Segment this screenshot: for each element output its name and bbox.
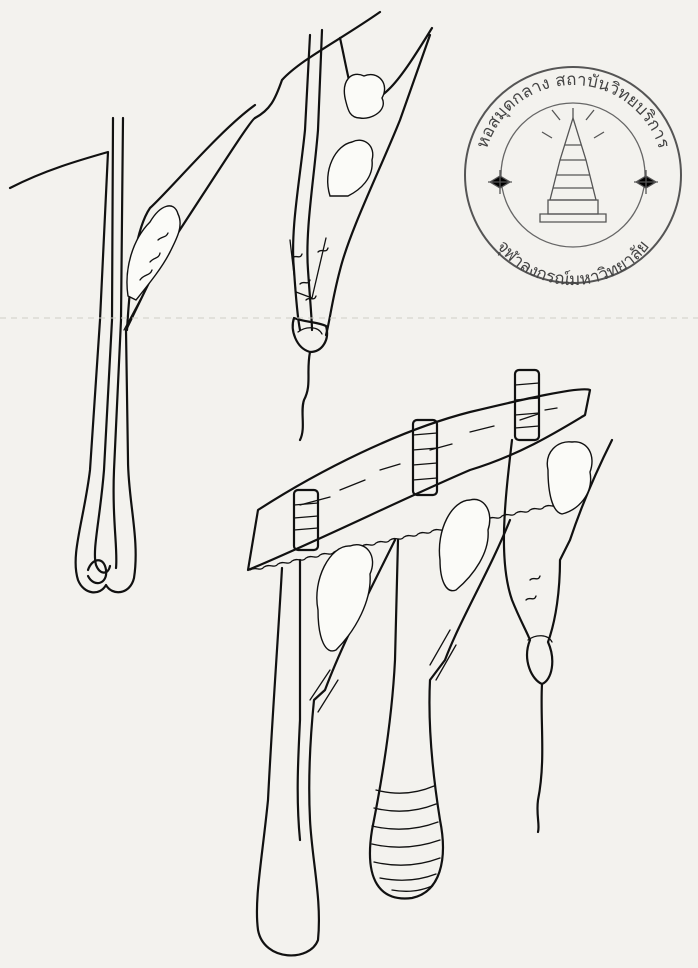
skin-slab-wavy-edge <box>250 504 558 570</box>
shaft-middle <box>413 420 437 495</box>
stamp-bottom-text: จุฬาลงกรณ์มหาวิทยาลัย <box>492 237 653 290</box>
follicle-left-sheath <box>127 105 255 330</box>
follicle-left <box>10 105 255 592</box>
shaft-right-body <box>515 370 539 440</box>
follicle-bottom-middle-arrector <box>430 630 456 680</box>
follicle-bottom-right-papilla <box>526 576 552 642</box>
follicle-bottom-left-inner <box>298 560 300 840</box>
follicle-top-bulb-papilla <box>298 328 322 334</box>
shaft-middle-bands <box>413 433 437 480</box>
follicle-left-outer-wall <box>10 118 255 592</box>
follicle-bottom-middle-rings <box>372 786 440 891</box>
skin-slab-surface-lines <box>300 408 557 505</box>
follicle-top-sebaceous-gland-lower <box>328 140 373 196</box>
shaft-right <box>515 370 539 440</box>
follicle-bottom-left-gland <box>317 545 373 651</box>
emerging-hair-shafts <box>294 370 539 550</box>
follicle-top <box>255 12 432 440</box>
follicle-left-hair-shaft-b <box>114 118 123 568</box>
shaft-middle-body <box>413 420 437 495</box>
shaft-left-bands <box>294 503 318 530</box>
follicle-bottom-middle-gland <box>439 499 489 590</box>
stamp-star-right-icon <box>634 170 658 194</box>
follicle-bottom-left <box>257 540 395 955</box>
follicle-left-sebaceous-gland <box>127 206 180 300</box>
shaft-right-bands <box>515 383 539 428</box>
follicle-bottom-right <box>504 440 612 832</box>
follicle-bottom-right-fine-hair <box>537 684 542 832</box>
follicle-bottom-middle <box>370 499 510 898</box>
library-stamp: หอสมุดกลาง สถาบันวิทยบริการ จุฬาลงกรณ์มห… <box>465 67 681 290</box>
follicle-top-sebaceous-gland-upper <box>344 74 384 118</box>
follicle-bottom-middle-outline <box>370 520 510 898</box>
follicle-top-fine-hair <box>300 352 310 440</box>
stamp-star-left-icon <box>488 170 512 194</box>
stamp-stupa-emblem <box>540 108 606 222</box>
follicle-bottom-right-gland <box>547 442 592 514</box>
